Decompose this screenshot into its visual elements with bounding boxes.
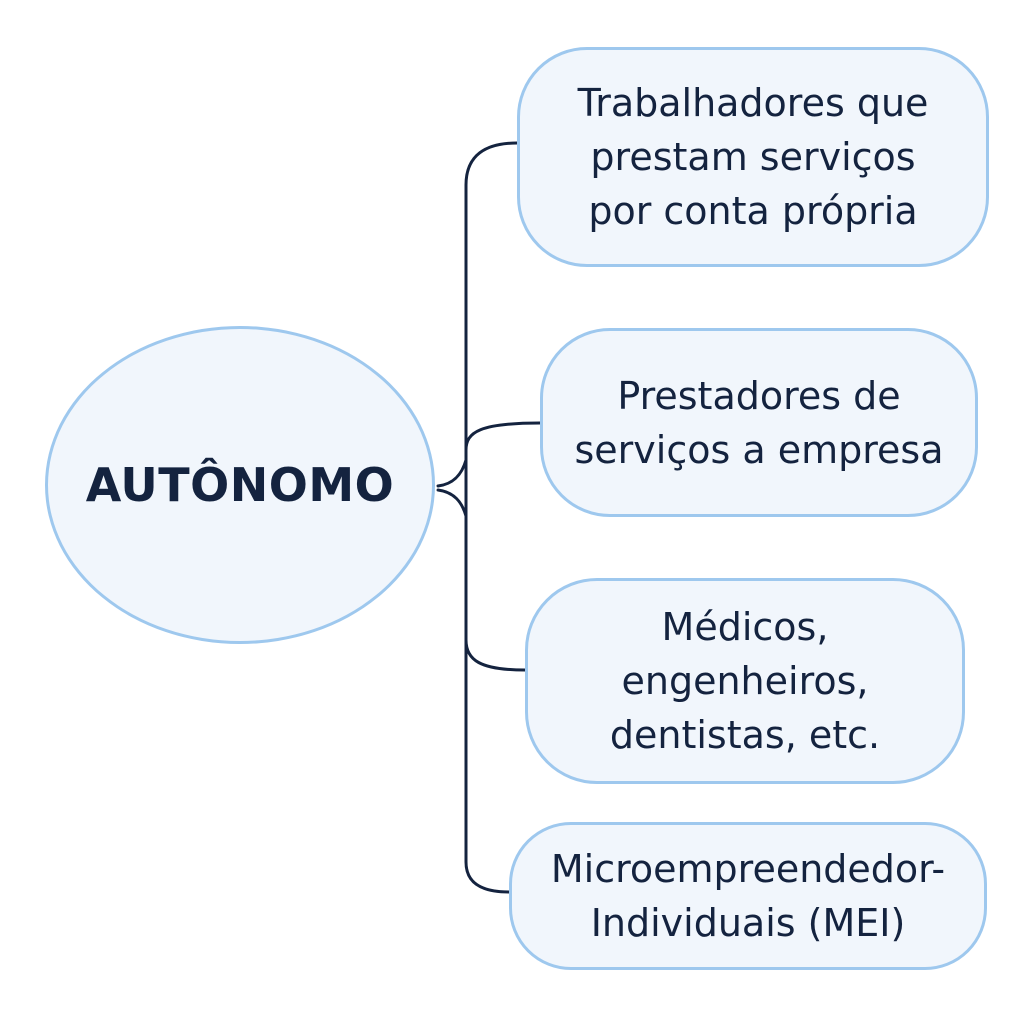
connector-spine	[464, 141, 519, 894]
branch-node-medicos: Médicos, engenheiros, dentistas, etc.	[525, 578, 965, 784]
connector-trunk-lower	[436, 488, 468, 518]
connector-branch-3	[464, 638, 527, 672]
connector-branch-2	[464, 421, 542, 457]
branch-node-trabalhadores: Trabalhadores que prestam serviços por c…	[517, 47, 989, 267]
branch-node-mei: Microempreendedor- Individuais (MEI)	[509, 822, 987, 970]
branch-node-label: Prestadores de serviços a empresa	[574, 373, 944, 472]
branch-node-label: Microempreendedor- Individuais (MEI)	[550, 847, 946, 945]
branch-node-label: Médicos, engenheiros, dentistas, etc.	[609, 605, 881, 757]
central-node-autonomo: AUTÔNOMO	[45, 326, 435, 644]
branch-node-prestadores: Prestadores de serviços a empresa	[540, 328, 978, 517]
branch-node-label: Trabalhadores que prestam serviços por c…	[577, 81, 929, 233]
central-node-label: AUTÔNOMO	[85, 458, 395, 512]
connector-trunk	[436, 458, 468, 488]
